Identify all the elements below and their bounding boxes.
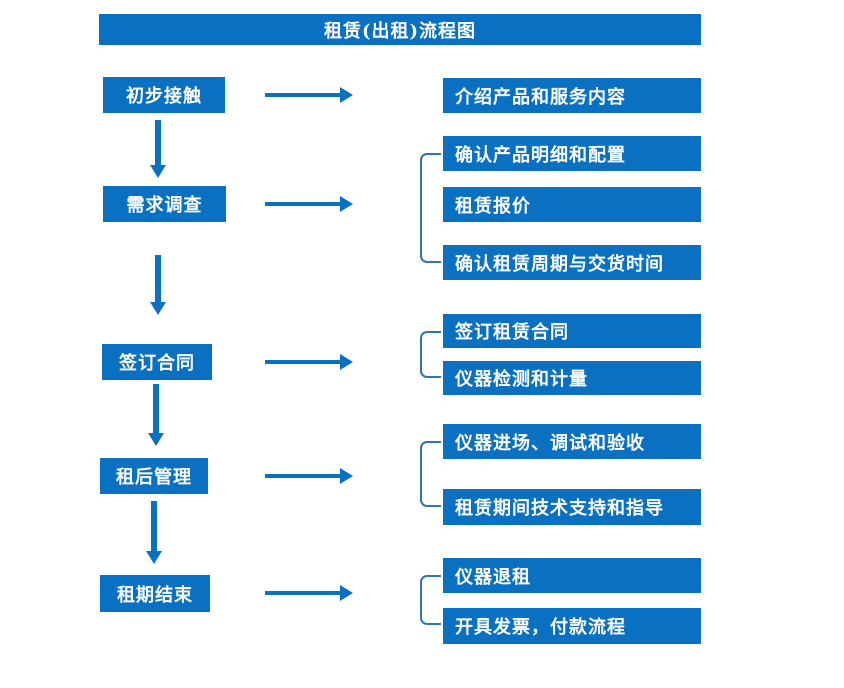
step-box-demand-survey: 需求调查	[103, 186, 226, 222]
down-arrow-2	[150, 255, 166, 315]
arrow-head	[340, 468, 353, 484]
arrow-shaft	[265, 591, 340, 595]
detail-box-tech-support: 租赁期间技术支持和指导	[443, 489, 701, 525]
arrow-shaft	[265, 474, 340, 478]
arrow-shaft	[155, 120, 161, 165]
bracket-connector-group-2	[420, 153, 441, 263]
bracket-connector-group-4	[420, 441, 441, 507]
detail-box-confirm-period: 确认租赁周期与交货时间	[443, 245, 701, 280]
step-box-initial-contact: 初步接触	[103, 77, 225, 113]
right-arrow-4	[265, 468, 353, 484]
arrow-head	[340, 87, 353, 103]
step-box-sign-contract: 签订合同	[102, 344, 212, 380]
bracket-connector-group-3	[420, 331, 441, 378]
arrow-shaft	[265, 93, 340, 97]
step-box-lease-end: 租期结束	[100, 575, 210, 612]
right-arrow-1	[265, 87, 353, 103]
arrow-shaft	[155, 255, 161, 302]
detail-box-introduce-products: 介绍产品和服务内容	[443, 78, 701, 113]
down-arrow-3	[148, 384, 164, 446]
arrow-shaft	[151, 501, 157, 551]
arrow-head	[148, 433, 164, 446]
right-arrow-3	[265, 354, 353, 370]
right-arrow-5	[265, 585, 353, 601]
right-arrow-2	[265, 196, 353, 212]
detail-box-instrument-return: 仪器退租	[443, 558, 701, 593]
step-box-post-rental: 租后管理	[100, 458, 208, 494]
detail-box-confirm-details: 确认产品明细和配置	[443, 136, 701, 171]
detail-box-invoice-payment: 开具发票，付款流程	[443, 608, 701, 644]
arrow-shaft	[265, 360, 340, 364]
arrow-shaft	[265, 202, 340, 206]
bracket-connector-group-5	[420, 575, 441, 625]
arrow-head	[340, 354, 353, 370]
flowchart-title: 租赁(出租)流程图	[99, 14, 701, 45]
detail-box-rental-quote: 租赁报价	[443, 187, 701, 222]
arrow-shaft	[153, 384, 159, 433]
detail-box-instrument-setup: 仪器进场、调试和验收	[443, 424, 701, 459]
arrow-head	[150, 302, 166, 315]
down-arrow-4	[146, 501, 162, 564]
detail-box-sign-rental-contract: 签订租赁合同	[443, 314, 701, 348]
detail-box-instrument-testing: 仪器检测和计量	[443, 361, 701, 395]
arrow-head	[340, 196, 353, 212]
arrow-head	[150, 165, 166, 178]
arrow-head	[146, 551, 162, 564]
down-arrow-1	[150, 120, 166, 178]
arrow-head	[340, 585, 353, 601]
